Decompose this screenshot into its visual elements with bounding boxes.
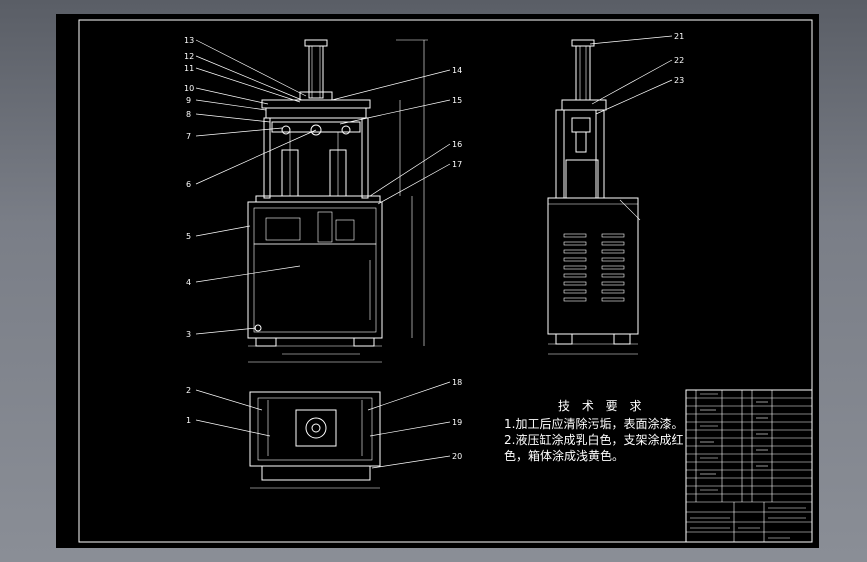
label-12: 12: [184, 52, 194, 61]
drawing-sheet: [56, 14, 819, 548]
tech-req-title: 技 术 要 求: [558, 399, 645, 413]
label-2: 2: [186, 386, 191, 395]
technical-requirements: 技 术 要 求 1.加工后应清除污垢，表面涂漆。 2.液压缸涂成乳白色，支架涂成…: [504, 399, 683, 463]
label-4: 4: [186, 278, 191, 287]
title-block: [685, 389, 813, 543]
label-1: 1: [186, 416, 191, 425]
label-22: 22: [674, 56, 684, 65]
top-view: [249, 391, 381, 489]
label-18: 18: [452, 378, 462, 387]
label-3: 3: [186, 330, 191, 339]
label-19: 19: [452, 418, 462, 427]
label-23: 23: [674, 76, 684, 85]
label-9: 9: [186, 96, 191, 105]
label-7: 7: [186, 132, 191, 141]
label-11: 11: [184, 64, 194, 73]
label-15: 15: [452, 96, 462, 105]
label-14: 14: [452, 66, 462, 75]
tech-req-line-2: 2.液压缸涂成乳白色，支架涂成红: [504, 432, 683, 447]
label-8: 8: [186, 110, 191, 119]
label-17: 17: [452, 160, 462, 169]
side-view: [547, 39, 641, 355]
label-6: 6: [186, 180, 191, 189]
leader-lines: [195, 35, 673, 469]
front-view: [247, 39, 428, 363]
drawing-border: [78, 19, 813, 543]
tech-req-line-1: 1.加工后应清除污垢，表面涂漆。: [504, 416, 683, 431]
part-numbers: 13 12 11 10 9 8 7 6 5 4 3 2 1 14 15 16 1…: [184, 32, 684, 461]
label-10: 10: [184, 84, 194, 93]
label-5: 5: [186, 232, 191, 241]
label-16: 16: [452, 140, 462, 149]
label-13: 13: [184, 36, 194, 45]
label-20: 20: [452, 452, 462, 461]
label-21: 21: [674, 32, 684, 41]
tech-req-line-3: 色，箱体涂成浅黄色。: [504, 448, 624, 463]
